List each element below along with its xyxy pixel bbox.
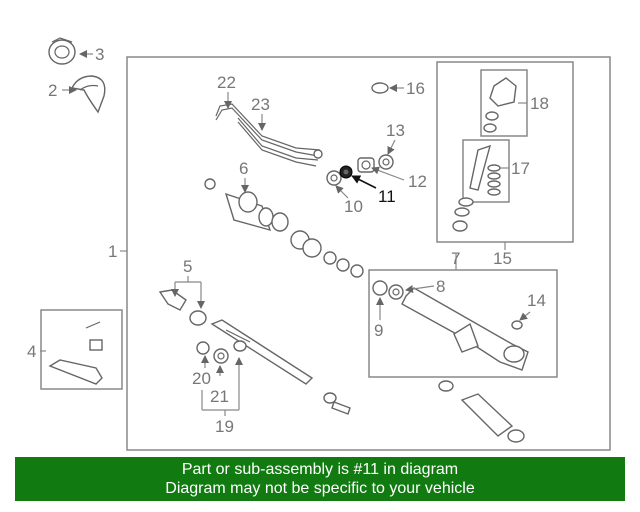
callout-6[interactable]: 6 — [239, 159, 248, 178]
callout-22[interactable]: 22 — [217, 73, 236, 92]
parts-diagram: 3 2 16 22 23 18 13 17 6 12 11 10 1 7 15 … — [27, 37, 611, 451]
part-5-tie-rod-icon[interactable] — [158, 289, 207, 326]
valve-seal-set-icon[interactable] — [452, 197, 474, 232]
callout-23[interactable]: 23 — [251, 95, 270, 114]
callout-3[interactable]: 3 — [95, 45, 104, 64]
callout-1[interactable]: 1 — [108, 242, 117, 261]
part-4-tie-rod-end-icon[interactable] — [48, 321, 103, 385]
part-2-bracket-icon[interactable] — [70, 75, 106, 114]
leader-11 — [351, 175, 377, 189]
part-11-nut-icon[interactable] — [339, 165, 353, 179]
callout-17[interactable]: 17 — [511, 159, 530, 178]
leader-lines — [40, 50, 531, 416]
sub-box-17 — [462, 139, 510, 203]
part-18-valve-body-icon[interactable] — [483, 77, 517, 133]
callout-5[interactable]: 5 — [183, 257, 192, 276]
part-14-plug-icon[interactable] — [511, 320, 523, 330]
callout-2[interactable]: 2 — [48, 81, 57, 100]
part-21-nut-icon[interactable] — [213, 348, 229, 364]
lower-boot-icon[interactable] — [438, 380, 525, 443]
part-10-seal-icon[interactable] — [326, 170, 342, 186]
part-8-seal-icon[interactable] — [388, 284, 404, 300]
callout-9[interactable]: 9 — [374, 321, 383, 340]
part-23-pipe-icon[interactable] — [237, 117, 323, 167]
callout-15[interactable]: 15 — [493, 249, 512, 268]
part-17-valve-shaft-icon[interactable] — [469, 144, 501, 196]
part-13-cap-icon[interactable] — [378, 154, 394, 170]
part-3-boot-icon[interactable] — [48, 37, 76, 65]
part-9-seal-icon[interactable] — [372, 280, 388, 296]
callout-4[interactable]: 4 — [27, 342, 36, 361]
info-banner: Part or sub-assembly is #11 in diagram D… — [15, 457, 625, 501]
callout-18[interactable]: 18 — [530, 94, 549, 113]
callout-21[interactable]: 21 — [210, 387, 229, 406]
callout-11[interactable]: 11 — [378, 187, 396, 206]
part-16-grommet-icon[interactable] — [371, 82, 389, 94]
tie-rod-end-box — [40, 309, 123, 390]
callout-8[interactable]: 8 — [436, 277, 445, 296]
rack-bar-icon[interactable] — [210, 319, 351, 415]
banner-line-2: Diagram may not be specific to your vehi… — [165, 480, 475, 497]
callout-13[interactable]: 13 — [386, 121, 405, 140]
callout-12[interactable]: 12 — [408, 172, 427, 191]
callout-7[interactable]: 7 — [451, 249, 460, 268]
callout-19[interactable]: 19 — [215, 417, 234, 436]
callout-20[interactable]: 20 — [192, 369, 211, 388]
part-12-bushing-icon[interactable] — [357, 157, 375, 173]
main-assembly-frame — [126, 56, 611, 451]
part-7-gear-housing-icon[interactable] — [401, 287, 529, 371]
part-22-pipe-icon[interactable] — [215, 103, 321, 157]
callout-10[interactable]: 10 — [344, 197, 363, 216]
part-20-washer-icon[interactable] — [196, 341, 210, 355]
part-6-boot-icon[interactable] — [204, 178, 364, 278]
housing-box — [368, 269, 558, 378]
callout-14[interactable]: 14 — [527, 291, 546, 310]
callout-16[interactable]: 16 — [406, 79, 425, 98]
banner-line-1: Part or sub-assembly is #11 in diagram — [181, 461, 459, 478]
